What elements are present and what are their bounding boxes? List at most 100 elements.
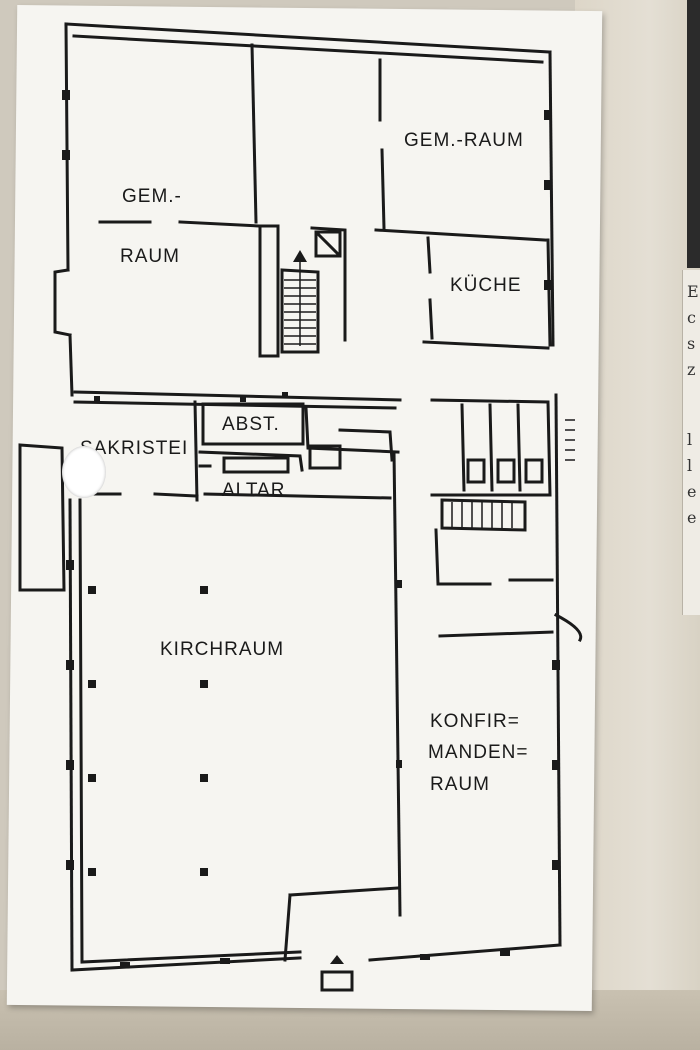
- wc-stall1: [466, 458, 486, 484]
- window-mark: [66, 560, 74, 570]
- window-mark: [396, 760, 402, 768]
- label-gem-raum-right: GEM.-RAUM: [404, 130, 524, 151]
- window-mark: [552, 860, 560, 870]
- outer-wall-right: [548, 50, 555, 347]
- column: [88, 586, 96, 594]
- shaft: [314, 230, 342, 258]
- wall-sakristei-bottom: [153, 492, 199, 498]
- clipping-letter: e: [687, 482, 697, 501]
- wall-lower-right-box: [434, 528, 492, 586]
- window-mark: [544, 280, 552, 290]
- small-square: [308, 444, 342, 470]
- wall-middle-band-top: [73, 390, 402, 402]
- outer-wall-bottom-right: [368, 943, 562, 962]
- outer-wall-top-inner: [72, 34, 544, 64]
- window-mark: [500, 950, 510, 956]
- stair-arrow-icon: [293, 250, 307, 262]
- window-mark: [552, 760, 560, 770]
- window-mark: [544, 180, 552, 190]
- wc-stall3: [524, 458, 544, 484]
- label-konfirmanden-3: RAUM: [430, 774, 490, 795]
- wall-kueche-bottom: [422, 340, 550, 350]
- altar-table: [222, 456, 290, 474]
- outer-wall-left: [64, 22, 70, 272]
- column: [88, 774, 96, 782]
- wc-block: [430, 398, 552, 497]
- wc-divider2: [488, 403, 494, 492]
- wc-divider3: [516, 403, 522, 492]
- stair-left-wall: [258, 224, 280, 358]
- window-mark: [120, 962, 130, 968]
- wall-church-bottom-step2: [283, 893, 292, 962]
- wall-church-right: [392, 450, 402, 917]
- abst-box: [201, 402, 305, 446]
- column: [282, 392, 288, 398]
- column: [240, 396, 246, 402]
- label-kueche: KÜCHE: [450, 275, 522, 296]
- stair-case: [280, 268, 320, 354]
- label-konfirmanden-1: KONFIR=: [430, 711, 520, 732]
- entrance-arrow-icon: [330, 955, 344, 964]
- window-mark: [552, 660, 560, 670]
- wall-right-small-rooms: [304, 406, 400, 454]
- window-mark: [220, 958, 230, 964]
- clipping-letter: E: [687, 282, 699, 301]
- outer-wall-bottom: [70, 956, 302, 972]
- outer-wall-bottom-inner: [80, 950, 302, 964]
- wall-gem-raum-right-bottom: [374, 228, 547, 242]
- label-gem-raum-left-2: RAUM: [120, 246, 180, 267]
- window-mark: [396, 580, 402, 588]
- wall-kueche-left: [426, 236, 432, 274]
- wall-konfi-top: [438, 630, 554, 638]
- column: [88, 680, 96, 688]
- wall-altar-step: [198, 450, 304, 472]
- left-bump: [53, 268, 72, 337]
- newspaper-clipping: E c s z l l e e: [682, 0, 700, 615]
- label-altar: ALTAR: [222, 480, 285, 501]
- window-mark: [62, 90, 70, 100]
- clipping-letter: e: [687, 508, 697, 527]
- wall-right-small-rooms2: [338, 428, 394, 462]
- wall-church-top: [203, 492, 392, 500]
- window-mark: [62, 150, 70, 160]
- column: [200, 774, 208, 782]
- outer-wall-left-church: [68, 498, 74, 972]
- label-kirchraum: KIRCHRAUM: [160, 639, 284, 660]
- wall-konfi-arc: [553, 612, 583, 643]
- stair-landing: [310, 226, 347, 342]
- shaft-diag: [315, 231, 341, 257]
- column: [200, 586, 208, 594]
- clipping-letter: z: [687, 360, 696, 379]
- outer-wall-top: [64, 22, 552, 54]
- entrance-step: [320, 970, 354, 992]
- label-sakristei: SAKRISTEI: [80, 438, 188, 459]
- clipping-letter: s: [687, 334, 696, 353]
- clipping-letter: l: [687, 456, 693, 475]
- window-mark: [544, 110, 552, 120]
- dark-photo-strip: [687, 0, 700, 268]
- wc-stall2: [496, 458, 516, 484]
- label-konfirmanden-2: MANDEN=: [428, 742, 528, 763]
- window-mark: [66, 760, 74, 770]
- window-mark: [66, 860, 74, 870]
- wall-gem-raum-right-left2: [380, 148, 386, 230]
- window-mark: [420, 954, 430, 960]
- wall-gem-raum-left-divider: [250, 43, 258, 224]
- wall-kueche-right: [546, 238, 552, 347]
- column: [200, 680, 208, 688]
- window-mark: [66, 660, 74, 670]
- wall-sakristei-right: [193, 400, 199, 502]
- wall-gem-raum-left-bottom2: [178, 220, 262, 228]
- label-gem-raum-left-1: GEM.-: [122, 186, 182, 207]
- sakristei-porch: [18, 443, 66, 592]
- stair2: [440, 498, 527, 532]
- label-abst: ABST.: [222, 414, 280, 435]
- outer-wall-left-church-inner: [78, 498, 84, 964]
- wall-church-bottom-step: [288, 886, 400, 897]
- punch-hole: [62, 446, 106, 498]
- outer-wall-left-lower: [68, 333, 74, 397]
- column: [94, 396, 100, 402]
- stair-treads: [284, 262, 575, 528]
- column: [200, 868, 208, 876]
